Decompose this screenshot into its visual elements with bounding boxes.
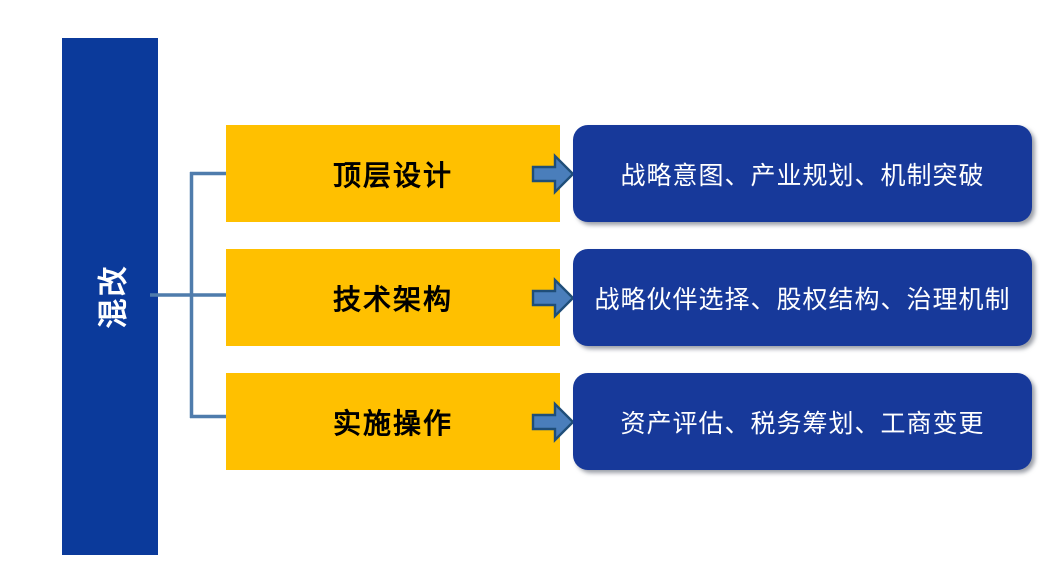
stage-label: 实施操作 bbox=[332, 407, 453, 439]
detail-label: 资产评估、税务筹划、工商变更 bbox=[620, 409, 985, 438]
detail-box[interactable]: 战略伙伴选择、股权结构、治理机制 bbox=[573, 249, 1032, 346]
detail-label: 战略伙伴选择、股权结构、治理机制 bbox=[594, 285, 1011, 314]
vertical-title-bar: 混改 bbox=[62, 38, 158, 555]
right-block-arrow-icon bbox=[531, 277, 575, 319]
detail-box[interactable]: 战略意图、产业规划、机制突破 bbox=[573, 125, 1032, 222]
stage-box[interactable]: 技术架构 bbox=[226, 249, 560, 346]
right-block-arrow-icon bbox=[531, 153, 575, 195]
stage-box[interactable]: 顶层设计 bbox=[226, 125, 560, 222]
diagram-row: 技术架构 战略伙伴选择、股权结构、治理机制 bbox=[0, 249, 1062, 347]
diagram-row: 实施操作 资产评估、税务筹划、工商变更 bbox=[0, 373, 1062, 471]
detail-label: 战略意图、产业规划、机制突破 bbox=[620, 161, 985, 190]
diagram-row: 顶层设计 战略意图、产业规划、机制突破 bbox=[0, 125, 1062, 223]
stage-label: 技术架构 bbox=[332, 283, 453, 315]
stage-label: 顶层设计 bbox=[332, 159, 453, 191]
bracket-connector bbox=[150, 171, 226, 419]
detail-box[interactable]: 资产评估、税务筹划、工商变更 bbox=[573, 373, 1032, 470]
stage-box[interactable]: 实施操作 bbox=[226, 373, 560, 470]
right-block-arrow-icon bbox=[531, 401, 575, 443]
